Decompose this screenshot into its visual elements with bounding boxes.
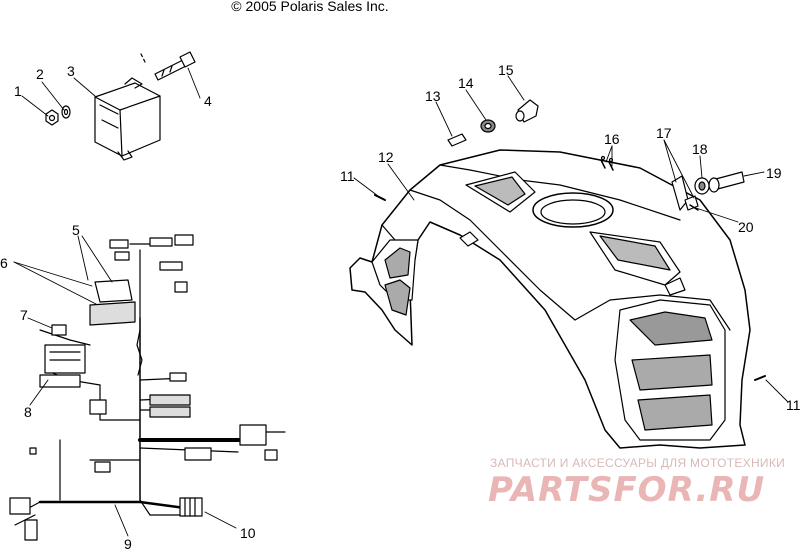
switch-knob (515, 99, 539, 123)
callout-18: 18 (692, 141, 708, 157)
callout-9: 9 (124, 536, 132, 552)
connector-cluster (89, 234, 194, 326)
ground-terminal (9, 447, 38, 541)
callout-1: 1 (14, 83, 22, 99)
right-glove-box (614, 299, 726, 441)
panel-fasteners (374, 194, 766, 381)
callout-11a: 11 (340, 168, 355, 184)
harness-plug (179, 497, 203, 517)
left-glove-box (371, 239, 419, 316)
washer (61, 105, 71, 119)
callout-17: 17 (656, 125, 672, 141)
small-washer (689, 204, 699, 211)
bracket-clip (671, 175, 699, 211)
callout-2: 2 (36, 66, 44, 82)
leader-lines (13, 67, 789, 537)
callout-4: 4 (204, 93, 212, 109)
callout-20: 20 (738, 219, 754, 235)
callout-14: 14 (458, 75, 474, 91)
callout-7: 7 (20, 307, 28, 323)
callout-10: 10 (240, 525, 256, 541)
ignition-switch (480, 119, 496, 133)
copyright-text: © 2005 Polaris Sales Inc. (231, 0, 389, 14)
cdi-box (94, 77, 161, 161)
grommet (694, 177, 710, 195)
callout-5: 5 (72, 222, 80, 238)
left-console-vent (465, 171, 536, 213)
gauge-opening (532, 192, 614, 228)
callout-11b: 11 (786, 397, 800, 413)
watermark-tagline: ЗАПЧАСТИ И АКСЕССУАРЫ ДЛЯ МОТОТЕХНИКИ (490, 456, 786, 470)
callout-8: 8 (24, 404, 32, 420)
callouts: 1 2 3 4 5 6 7 8 9 10 11 11 12 13 14 15 1… (0, 62, 800, 552)
screw-pair (600, 155, 614, 171)
callout-13: 13 (425, 88, 441, 104)
callout-19: 19 (766, 165, 782, 181)
callout-15: 15 (498, 62, 514, 78)
panel-bolt (708, 171, 745, 193)
callout-16: 16 (604, 131, 620, 147)
connector-group-right (89, 372, 286, 473)
key-switch (447, 133, 467, 147)
voltage-regulator (39, 344, 86, 388)
callout-6: 6 (0, 255, 8, 271)
callout-3: 3 (67, 63, 75, 79)
watermark-logo: PARTSFOR.RU (488, 470, 766, 510)
mounting-bolt (139, 51, 196, 81)
nut (45, 109, 59, 126)
relay (51, 324, 67, 336)
right-console-vent (589, 231, 681, 286)
callout-12: 12 (378, 149, 394, 165)
